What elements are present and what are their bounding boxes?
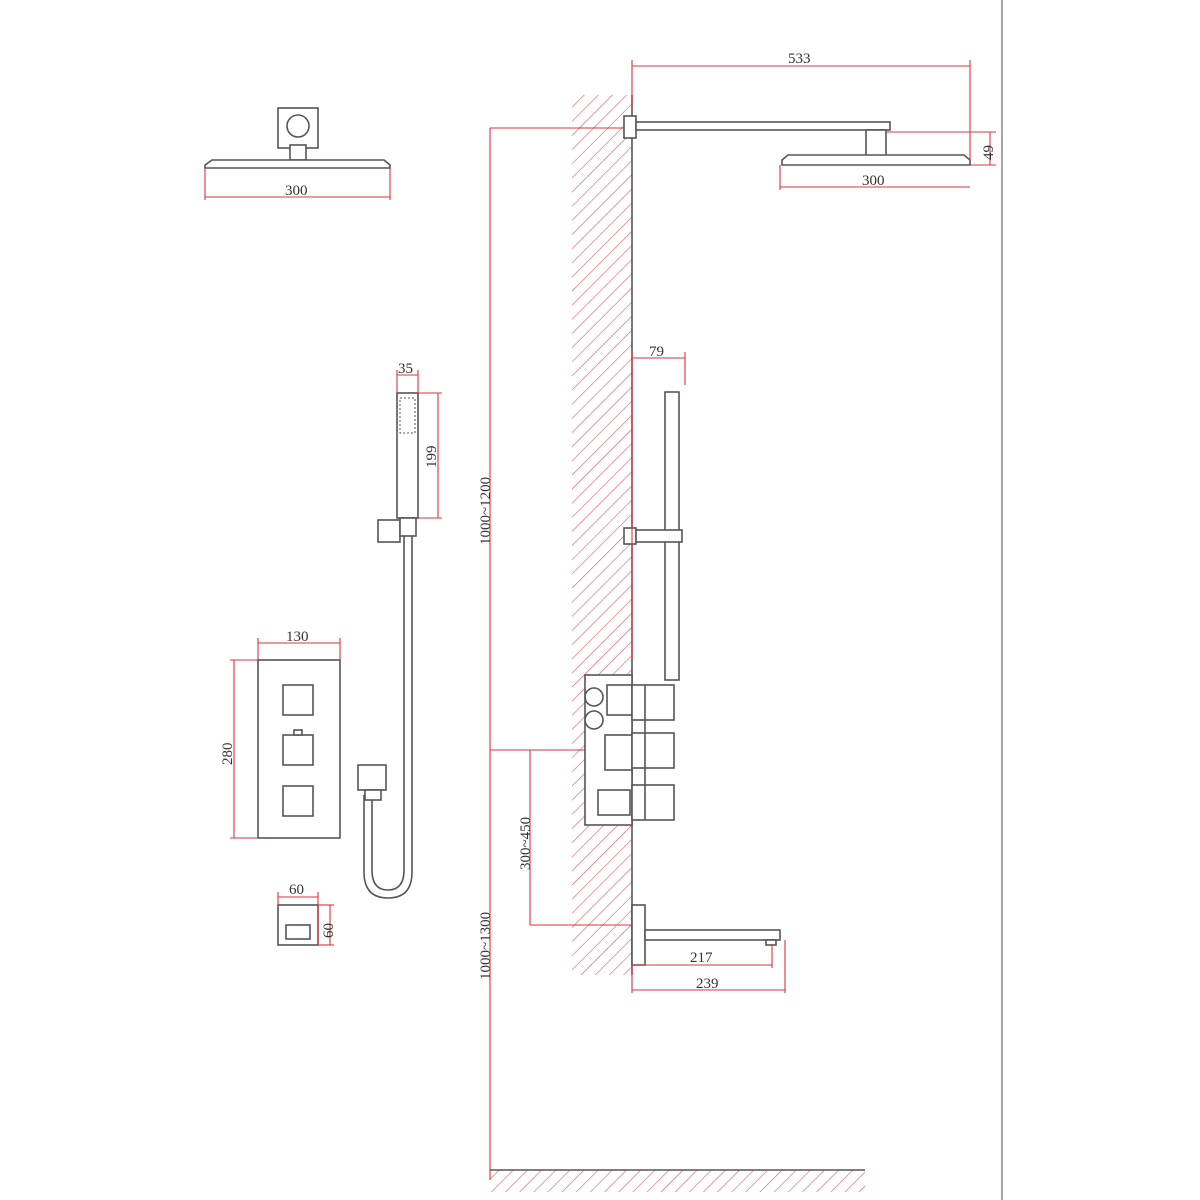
wall-outlet-front-view: 60 60 bbox=[277, 882, 337, 946]
spout-height-label: 300~450 bbox=[518, 817, 534, 870]
thermostatic-valve-side-view bbox=[584, 674, 675, 826]
floor-hatch bbox=[490, 1170, 865, 1192]
valve-height-label: 1000~1300 bbox=[478, 912, 494, 980]
shower-arm-side-view: 533 49 300 bbox=[623, 51, 997, 190]
height-dimensions: 1000~1200 1000~1300 300~450 bbox=[478, 127, 632, 1180]
outlet-width-label: 60 bbox=[289, 882, 304, 898]
rain-head-side-width-label: 300 bbox=[862, 173, 885, 189]
handset-offset-label: 79 bbox=[649, 344, 664, 360]
outlet-height-label: 60 bbox=[321, 923, 337, 938]
handset-width-label: 35 bbox=[398, 361, 413, 377]
valve-height-label-front: 280 bbox=[220, 743, 236, 766]
valve-plate-front-view: 130 280 bbox=[220, 629, 341, 839]
rain-head-front-view: 300 bbox=[204, 107, 391, 200]
arm-length-label: 533 bbox=[788, 51, 811, 67]
spout-projection-label: 217 bbox=[690, 950, 713, 966]
bath-spout-side-view: 217 239 bbox=[631, 904, 786, 993]
valve-width-label: 130 bbox=[286, 629, 309, 645]
rain-head-front-width-label: 300 bbox=[285, 183, 308, 199]
handset-height-label: 199 bbox=[424, 446, 440, 469]
wall-hatch bbox=[572, 95, 632, 975]
handheld-shower-kit: 35 199 bbox=[357, 361, 442, 899]
arm-height-label: 1000~1200 bbox=[478, 477, 494, 545]
spout-length-label: 239 bbox=[696, 976, 719, 992]
slide-rail-handset-side-view: 79 bbox=[623, 344, 686, 681]
head-drop-label: 49 bbox=[981, 145, 997, 160]
